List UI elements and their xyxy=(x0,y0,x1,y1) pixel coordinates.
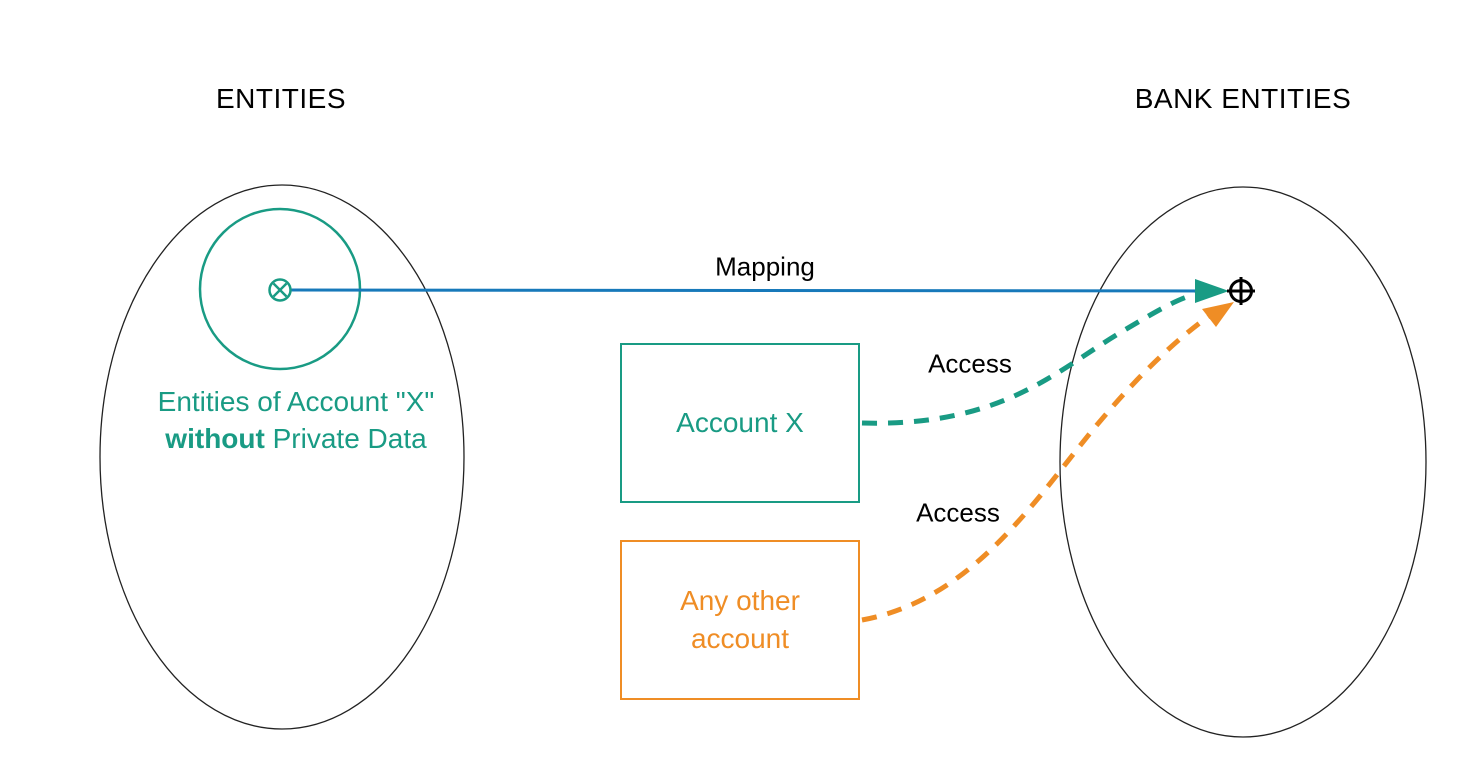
access-edge-any-other xyxy=(861,311,1214,623)
access-arrowhead-any-other xyxy=(1202,302,1234,327)
account-x-box-label: Account X xyxy=(676,407,804,438)
account-x-box: Account X xyxy=(620,343,860,503)
circled-plus-icon xyxy=(1227,277,1255,305)
access-edge-label-account-x: Access xyxy=(928,348,1012,379)
access-edge-label-any-other: Access xyxy=(916,497,1000,528)
entities-title: ENTITIES xyxy=(215,83,347,114)
any-other-account-box: Any other account xyxy=(620,540,860,700)
caption-rest: Private Data xyxy=(264,423,427,454)
mapping-edge-label: Mapping xyxy=(715,251,815,282)
circled-x-icon xyxy=(268,278,292,302)
access-edge-account-x xyxy=(861,289,1208,426)
bank-entities-title: BANK ENTITIES xyxy=(1134,83,1352,114)
any-other-account-box-label: Any other account xyxy=(680,585,800,654)
mapping-edge-line xyxy=(290,288,1219,293)
caption-line1: Entities of Account "X" xyxy=(157,386,435,417)
entities-set-ellipse xyxy=(99,184,465,730)
bank-entities-set-ellipse xyxy=(1059,186,1427,738)
entities-subset-caption: Entities of Account "X" without Private … xyxy=(158,383,435,457)
caption-bold-word: without xyxy=(165,423,265,454)
access-arrowhead-account-x xyxy=(1195,279,1229,303)
